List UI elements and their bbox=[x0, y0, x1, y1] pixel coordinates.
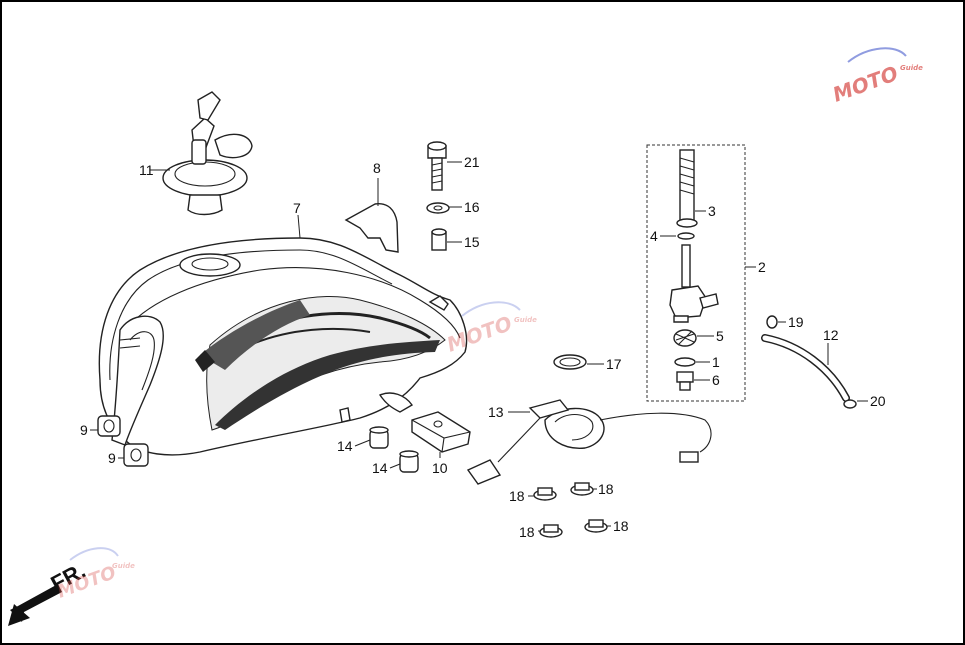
callout-labels: 11 7 8 21 16 15 3 4 2 5 1 6 17 19 12 20 … bbox=[80, 154, 886, 540]
fuel-strainer-screen bbox=[676, 149, 698, 228]
drain-plug bbox=[676, 371, 694, 391]
callout-6: 6 bbox=[712, 372, 720, 388]
callout-18-c: 18 bbox=[519, 524, 535, 540]
callout-12: 12 bbox=[823, 327, 839, 343]
rubber-mount bbox=[411, 411, 471, 453]
cushion-lower bbox=[399, 450, 419, 473]
flange-nut-c bbox=[539, 524, 563, 538]
hose-clip-lower bbox=[843, 399, 857, 409]
flange-nut-b bbox=[570, 482, 594, 496]
fuel-level-sender bbox=[466, 399, 712, 485]
watermark-subtext: Guide bbox=[112, 562, 135, 570]
fuel-cock-body bbox=[669, 244, 719, 323]
callout-3: 3 bbox=[708, 203, 716, 219]
collar bbox=[431, 228, 447, 251]
callout-9-lower: 9 bbox=[108, 450, 116, 466]
callout-14-lower: 14 bbox=[372, 460, 388, 476]
rubber-plate bbox=[344, 203, 399, 253]
cushion-upper bbox=[369, 426, 389, 449]
callout-15: 15 bbox=[464, 234, 480, 250]
washer bbox=[426, 202, 450, 214]
flange-nut-a bbox=[533, 487, 557, 501]
flange-nut-d bbox=[584, 519, 608, 533]
mounting-bolt bbox=[427, 141, 447, 191]
callout-18-d: 18 bbox=[613, 518, 629, 534]
watermark-top-right: MOTO Guide bbox=[830, 47, 923, 107]
watermark-subtext: Guide bbox=[900, 64, 923, 72]
callout-11: 11 bbox=[139, 162, 154, 178]
callout-19: 19 bbox=[788, 314, 804, 330]
callout-10: 10 bbox=[432, 460, 448, 476]
callout-8: 8 bbox=[373, 160, 381, 176]
callout-18-a: 18 bbox=[509, 488, 525, 504]
fuel-filler-cap bbox=[162, 91, 253, 216]
o-ring-small bbox=[677, 232, 695, 240]
filter-cup bbox=[673, 329, 697, 347]
callout-5: 5 bbox=[716, 328, 724, 344]
callout-9-upper: 9 bbox=[80, 422, 88, 438]
grommet-upper bbox=[97, 415, 121, 437]
callout-21: 21 bbox=[464, 154, 480, 170]
callout-4: 4 bbox=[650, 228, 658, 244]
watermark-text: MOTO bbox=[830, 61, 902, 107]
fuel-cock-assembly-box bbox=[646, 144, 746, 402]
callout-7: 7 bbox=[293, 200, 301, 216]
callout-2: 2 bbox=[758, 259, 766, 275]
fuel-tank bbox=[98, 237, 468, 456]
grommet-lower bbox=[123, 443, 149, 467]
hose-clip-upper bbox=[766, 315, 778, 329]
callout-16: 16 bbox=[464, 199, 480, 215]
callout-14-upper: 14 bbox=[337, 438, 353, 454]
fuel-hose bbox=[761, 334, 850, 402]
callout-1: 1 bbox=[712, 354, 720, 370]
gasket bbox=[553, 354, 587, 370]
callout-17: 17 bbox=[606, 356, 622, 372]
leader-lines bbox=[90, 161, 868, 532]
watermark-subtext: Guide bbox=[514, 316, 537, 324]
o-ring bbox=[674, 357, 696, 367]
callout-13: 13 bbox=[488, 404, 504, 420]
callout-20: 20 bbox=[870, 393, 886, 409]
callout-18-b: 18 bbox=[598, 481, 614, 497]
